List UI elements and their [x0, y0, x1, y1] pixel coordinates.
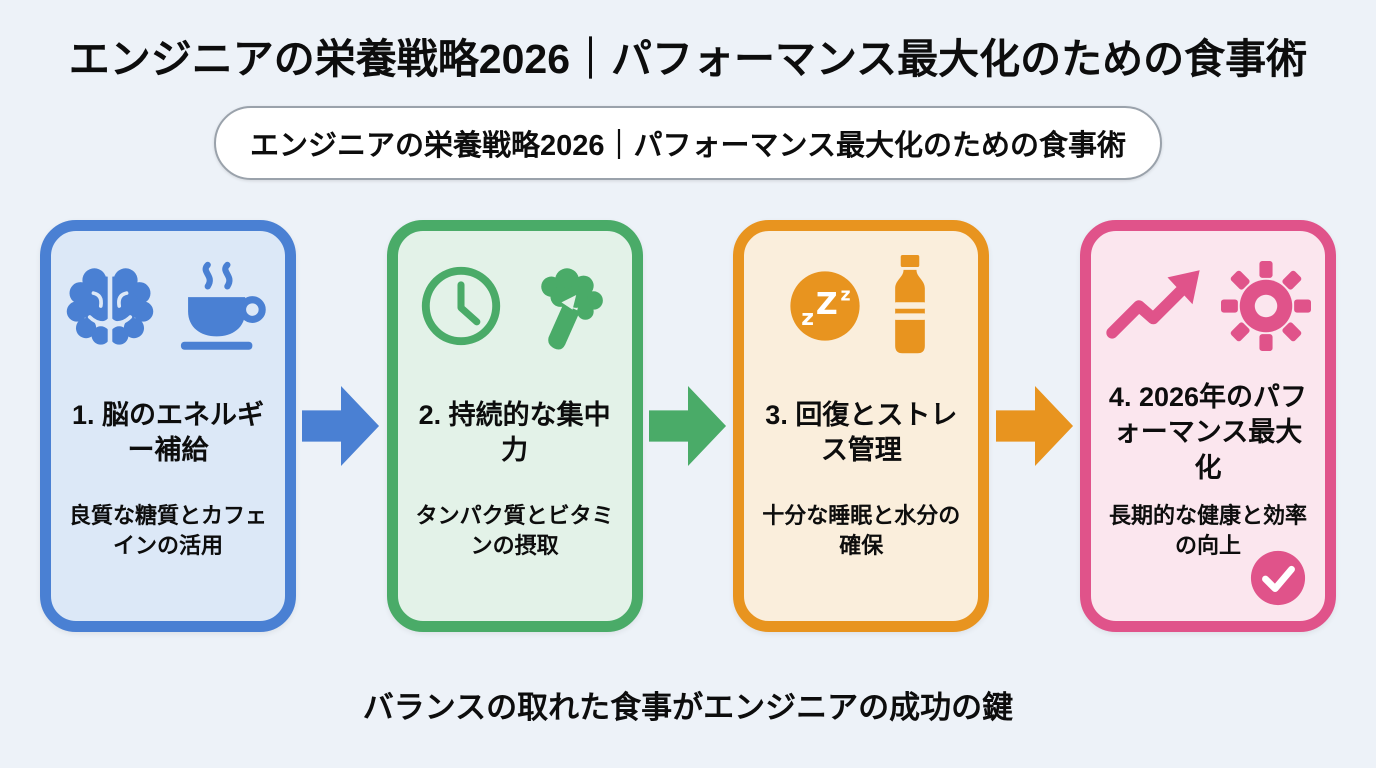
coffee-cup-icon	[180, 261, 266, 350]
sleep-zzz-icon: z Z z	[790, 271, 860, 341]
flow-arrow-1	[302, 386, 380, 466]
subtitle-pill: エンジニアの栄養戦略2026｜パフォーマンス最大化のための食事術	[214, 106, 1162, 180]
card-3-title: 3. 回復とストレス管理	[765, 399, 958, 465]
zzz-letter-tiny: z	[841, 286, 851, 306]
page-title: エンジニアの栄養戦略2026｜パフォーマンス最大化のための食事術	[68, 36, 1308, 82]
card-3-description: 十分な睡眠と水分の確保	[762, 503, 961, 558]
zzz-letter-small: z	[802, 306, 815, 331]
card-2-description: タンパク質とビタミンの摂取	[415, 503, 614, 558]
trending-up-icon	[1106, 270, 1200, 339]
footer-caption: バランスの取れた食事がエンジニアの成功の鍵	[362, 690, 1014, 725]
water-bottle-icon	[893, 255, 928, 354]
card-4-title: 4. 2026年のパフォーマンス最大化	[1108, 382, 1308, 483]
clock-icon	[421, 266, 500, 346]
zzz-letter-large: Z	[816, 287, 838, 322]
check-icon	[1250, 550, 1306, 606]
step-card-2: 2. 持続的な集中力 タンパク質とビタミンの摂取	[386, 220, 643, 632]
flow-arrow-2	[648, 386, 727, 466]
card-1-icons	[64, 253, 272, 359]
card-2-icons	[417, 253, 613, 359]
steps-flow: 1. 脳のエネルギー補給 良質な糖質とカフェインの活用 2. 持続的な集中力	[40, 220, 1336, 632]
card-3-icons: z Z z	[784, 253, 938, 359]
step-card-3: z Z z 3. 回復とストレス管理 十分な睡眠と水分の確保	[733, 220, 990, 632]
flow-arrow-3	[995, 386, 1073, 466]
card-1-title: 1. 脳のエネルギー補給	[71, 399, 265, 465]
card-1-description: 良質な糖質とカフェインの活用	[68, 503, 267, 558]
subtitle-pill-row: エンジニアの栄養戦略2026｜パフォーマンス最大化のための食事術	[0, 106, 1376, 180]
card-4-description: 長期的な健康と効率の向上	[1108, 503, 1307, 558]
brain-icon	[66, 268, 154, 345]
gear-icon	[1220, 261, 1311, 351]
step-card-4: 4. 2026年のパフォーマンス最大化 長期的な健康と効率の向上	[1079, 220, 1336, 632]
broccoli-icon	[540, 268, 603, 350]
card-4-icons	[1105, 253, 1311, 359]
card-2-title: 2. 持続的な集中力	[418, 399, 611, 465]
step-card-1: 1. 脳のエネルギー補給 良質な糖質とカフェインの活用	[40, 220, 296, 632]
